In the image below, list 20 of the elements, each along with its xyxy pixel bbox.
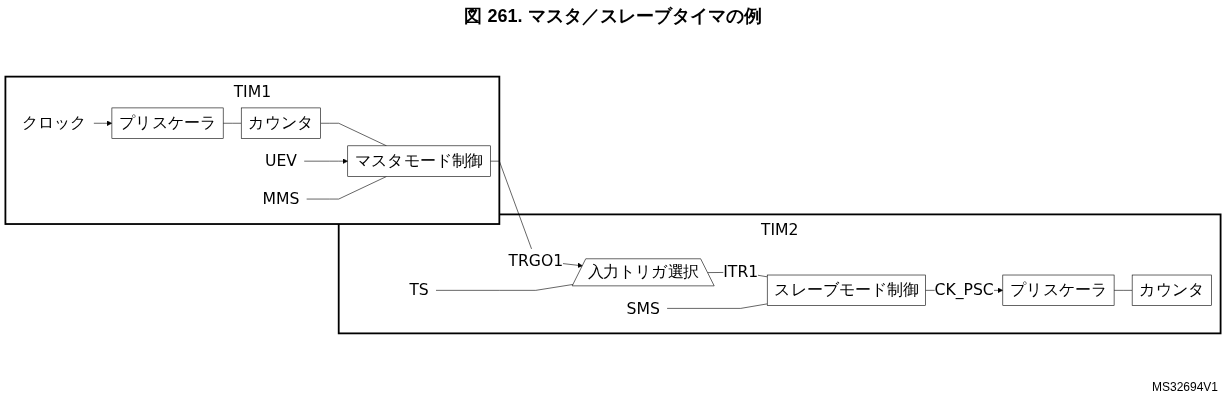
node-text: MMS (262, 189, 300, 208)
node-box: プリスケーラ (1002, 274, 1115, 306)
node-text: TS (409, 281, 429, 300)
node-text: クロック (21, 113, 87, 132)
node-box: プリスケーラ (111, 107, 224, 139)
node-box: カウンタ (240, 107, 321, 139)
node-box: マスタモード制御 (347, 145, 491, 177)
edge-label: TRGO1 (508, 251, 564, 270)
connector (1113, 290, 1133, 291)
node-text: UEV (264, 151, 297, 170)
node-box: スレーブモード制御 (766, 274, 926, 306)
figure-id-note: MS32694V1 (1151, 380, 1218, 394)
node-box: カウンタ (1131, 274, 1212, 306)
node-text: SMS (626, 299, 660, 318)
figure-title: 図 261. マスタ／スレーブタイマの例 (463, 5, 763, 28)
connector (435, 284, 574, 291)
connector (306, 176, 387, 200)
edge-label: CK_PSC (934, 281, 994, 300)
connector (320, 122, 387, 147)
edge-label: ITR1 (723, 262, 759, 282)
